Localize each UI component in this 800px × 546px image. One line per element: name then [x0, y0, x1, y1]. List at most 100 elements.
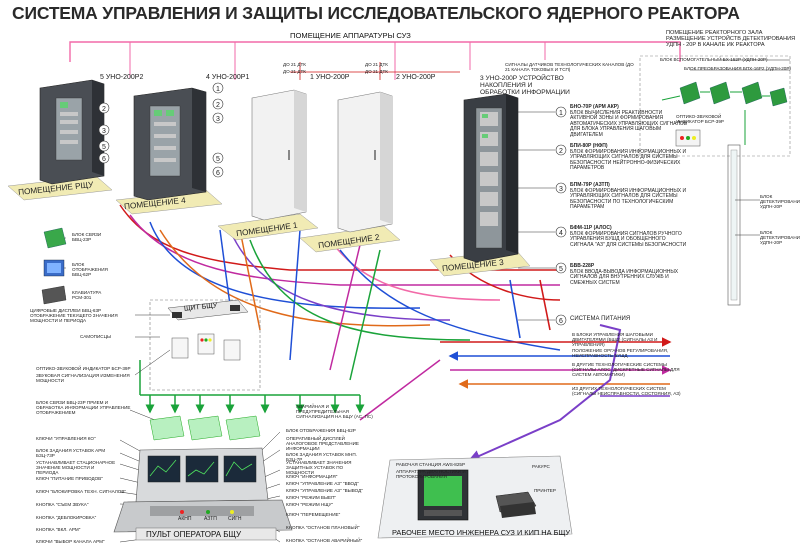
console-r11: КНОПКА "ОСТАНОВ ПЛАНОВЫЙ"	[286, 525, 360, 530]
workstation-printer-label: ПРИНТЕР	[534, 488, 556, 493]
signal-bsh-label: В БЛОКИ УПРАВЛЕНИЯ ШАГОВЫМИ ДВИГАТЕЛЯМИ …	[572, 332, 658, 347]
console-r2: ОПЕРАТИВНЫЙ ДИСПЛЕЙ АНАЛОГОВОЕ ПРЕДСТАВЛ…	[286, 436, 359, 451]
signal-other-in-label: ИЗ ДРУГИХ ТЕХНОЛОГИЧЕСКИХ СИСТЕМ (СИГНАЛ…	[572, 386, 681, 396]
operator-console	[113, 447, 293, 541]
dtk-label-b: ДО 21 ДТК	[283, 69, 306, 74]
dtk-label-c: ДО 21 ДТК	[365, 62, 388, 67]
bpm-title: БПМ-79Р (АЗТП)	[570, 182, 610, 188]
console-title: ПУЛЬТ ОПЕРАТОРА БЩУ	[146, 530, 242, 539]
reactor-bx-label: БЛОК ВСПОМОГАТЕЛЬНЫЙ БХ-152Р (УДПН-20Р)	[660, 57, 768, 62]
circle-num: 3	[216, 116, 220, 123]
cabinet-4	[133, 87, 207, 201]
bfm-desc: БЛОК ФОРМИРОВАНИЯ СИГНАЛОВ РУЧНОГО УПРАВ…	[570, 230, 687, 248]
workstation-title: РАБОЧЕЕ МЕСТО ИНЖЕНЕРА СУЗ И КИП НА БЩУ	[392, 528, 571, 537]
circle-num: 2	[559, 148, 563, 155]
circle-num: 5	[559, 266, 563, 273]
console-k8: КНОПКА "ВКЛ. АРМ"	[36, 527, 81, 532]
suz-equipment-label: ПОМЕЩЕНИЕ АППАРАТУРЫ СУЗ	[290, 31, 411, 40]
console-btn-sign: СИГН	[228, 516, 242, 522]
bfm-label: БФМ-11Р (АЛОС)БЛОК ФОРМИРОВАНИЯ СИГНАЛОВ…	[570, 225, 690, 248]
bpm-desc: БЛОК ФОРМИРОВАНИЯ ИНФОРМАЦИОННЫХ И УПРАВ…	[570, 187, 687, 210]
bpm-label: БПМ-79Р (АЗТП)БЛОК ФОРМИРОВАНИЯ ИНФОРМАЦ…	[570, 182, 690, 211]
cabinet-2	[337, 91, 393, 233]
circle-num: 2	[102, 106, 106, 113]
left-bsv-label: БЛОК СВЯЗИ БВЦ-23Р	[72, 232, 102, 242]
sound-alarm-label: ЗВУКОВАЯ СИГНАЛИЗАЦИЯ ИЗМЕНЕНИЯ МОЩНОСТИ	[36, 373, 130, 383]
circle-num: 1	[559, 110, 563, 117]
console-btn-aztp: АЗТП	[204, 516, 217, 522]
workstation-rakurs-label: РАКУРС	[532, 464, 550, 469]
reactor-indicator-label: ОПТИКО-ЗВУКОВОЙ ИНДИКАТОР БСР-39Р	[676, 114, 724, 124]
reactor-modules	[661, 81, 788, 107]
console-r8: КЛЮЧ "РЕЖИМ ВЫЕП"	[286, 495, 337, 500]
digital-display-label: ЦИФРОВЫЕ ДИСПЛЕИ БВЦ-63Р ОТОБРАЖЕНИЕ ТЕК…	[30, 308, 118, 323]
left-devices	[41, 227, 67, 305]
cabinet-3-label: 3 УНО-200Р УСТРОЙСТВО НАКОПЛЕНИЯ И ОБРАБ…	[480, 75, 570, 96]
console-k7: КНОПКА "ДЕБЛОКИРОВКА"	[36, 515, 97, 520]
bvv-title: БВВ-228Р	[570, 263, 595, 269]
console-k1: КЛЮЧИ "УПРАВЛЕНИЯ КО"	[36, 436, 96, 441]
console-r7: КЛЮЧ "УПРАВЛЕНИЕ АЗ" "ВЫВОД"	[286, 488, 363, 493]
console-r12: КНОПКА "ОСТАНОВ АВАРИЙНЫЙ"	[286, 538, 363, 543]
recorders-label: САМОПИСЦЫ	[80, 334, 112, 339]
bvc-blocks	[149, 415, 261, 441]
circle-num: 2	[216, 102, 220, 109]
left-bo-label: БЛОК ОТОБРАЖЕНИЯ БВЦ-62Р	[72, 262, 108, 277]
circle-num: 6	[559, 318, 563, 325]
workstation-apparatus-label: АППАРАТУРА ДИАГНОСТИКИ И ПРОТОКОЛИРОВАНИ…	[396, 469, 466, 479]
bfm-title: БФМ-11Р (АЛОС)	[570, 225, 612, 231]
bno-label: БНО-70Р (АРМ АКР)БЛОК ВЫЧИСЛЕНИЯ РЕАКТИВ…	[570, 104, 690, 138]
console-r6: КЛЮЧ "УПРАВЛЕНИЕ АЗ" "ВВОД"	[286, 481, 359, 486]
workstation-station-label: РАБОЧАЯ СТАНЦИЯ AWS-825P	[396, 462, 466, 467]
bpi-label: БПИ-80Р (НФП)БЛОК ФОРМИРОВАНИЯ ИНФОРМАЦИ…	[570, 143, 690, 172]
cabinet-1	[251, 89, 307, 221]
shchit-bshu	[167, 299, 249, 361]
console-r3: БЛОК ЗАДАНИЯ УСТАВОК МНП. БЗЦ-7Р	[286, 452, 357, 462]
signal-other-out-label: В ДРУГИЕ ТЕХНОЛОГИЧЕСКИЕ СИСТЕМЫ (СИГНАЛ…	[572, 362, 680, 377]
cabinet-5-label: 5 УНО-200Р2	[100, 74, 144, 81]
page-title: СИСТЕМА УПРАВЛЕНИЯ И ЗАЩИТЫ ИССЛЕДОВАТЕЛ…	[12, 3, 740, 23]
console-btn-aknp: АКНП	[178, 516, 192, 522]
bno-desc: БЛОК ВЫЧИСЛЕНИЯ РЕАКТИВНОСТИ АКТИВНОЙ ЗО…	[570, 109, 688, 138]
console-k3: УСТАНАВЛИВАЕТ СТАЦИОНАРНОЕ ЗНАЧЕНИЕ МОЩН…	[36, 460, 116, 475]
suz-frame-line	[69, 41, 681, 62]
cabinet-5	[39, 79, 105, 185]
cabinet-4-label: 4 УНО-200Р1	[206, 74, 250, 81]
detector-1-label: БЛОК ДЕТЕКТИРОВАНИЯ УДПН-20Р	[760, 194, 800, 209]
console-k6: КНОПКА "СЪЕМ ЗВУКА"	[36, 502, 89, 507]
circle-num: 3	[102, 128, 106, 135]
bsv2-label: БЛОК СВЯЗИ БВЦ-23Р ПРИЕМ И ОБРАБОТКА ИНФ…	[36, 400, 131, 415]
dtk-label-d: ДО 21 ДТК	[365, 69, 388, 74]
reactor-bpb-label: БЛОК ПРЕОБРАЗОВАНИЯ БПХ-16Р2 (УДПН-20Р)	[684, 66, 791, 71]
dtk-label-a: ДО 21 ДТК	[283, 62, 306, 67]
left-kb-label: КЛАВИАТУРА РСМ-301	[72, 290, 102, 300]
circle-num: 5	[102, 144, 106, 151]
circle-num: 5	[216, 156, 220, 163]
engineer-workstation	[377, 455, 573, 539]
bpi-title: БПИ-80Р (НФП)	[570, 143, 608, 149]
number-circles	[98, 82, 567, 326]
circle-num: 6	[216, 170, 220, 177]
bvv-desc: БЛОК ВВОДА-ВЫВОДА ИНФОРМАЦИОННЫХ СИГНАЛО…	[570, 268, 679, 286]
circle-num: 4	[559, 230, 563, 237]
console-r1: БЛОК ОТОБРАЖЕНИЯ БВЦ-62Р	[286, 428, 356, 433]
console-k9: КЛЮЧИ "ВЫБОР КАНАЛА АРМ"	[36, 539, 105, 544]
optic-indicator-label: ОПТИКО-ЗВУКОВОЙ ИНДИКАТОР БСР-39Р	[36, 366, 131, 371]
cabinet-2-label: 2 УНО-200Р	[396, 74, 436, 81]
console-r4: УСТАНАВЛИВАЕТ ЗНАЧЕНИЯ ЗАЩИТНЫХ УСТАВОК …	[286, 460, 352, 475]
bpi-desc: БЛОК ФОРМИРОВАНИЯ ИНФОРМАЦИОННЫХ И УПРАВ…	[570, 148, 687, 171]
detector-2-label: БЛОК ДЕТЕКТИРОВАНИЯ УДПН-20Р	[760, 230, 800, 245]
cabinet-1-label: 1 УНО-200Р	[310, 74, 350, 81]
circle-num: 1	[216, 86, 220, 93]
alarm-label: АВАРИЙНАЯ И ПРЕДУПРЕДИТЕЛЬНАЯ СИГНАЛИЗАЦ…	[296, 404, 373, 419]
console-k4: КЛЮЧ "ПИТАНИЕ ПРИВОДОВ"	[36, 476, 103, 481]
console-r10: КЛЮЧ "ПЕРЕМЕЩЕНИЕ"	[286, 512, 341, 517]
signal-position-label: ПОЛОЖЕНИЕ ОРГАНОВ РЕГУЛИРОВАНИЯ, НЕИСПРА…	[572, 348, 669, 358]
console-r5: КЛЮЧ "ИНФОРМАЦИЯ"	[286, 474, 338, 479]
bno-title: БНО-70Р (АРМ АКР)	[570, 104, 619, 110]
console-k2: БЛОК ЗАДАНИЯ УСТАВОК АРМ БЗЦ-73Р	[36, 448, 106, 458]
console-r9: КЛЮЧ "РЕЖИМ НЩУ"	[286, 502, 334, 507]
